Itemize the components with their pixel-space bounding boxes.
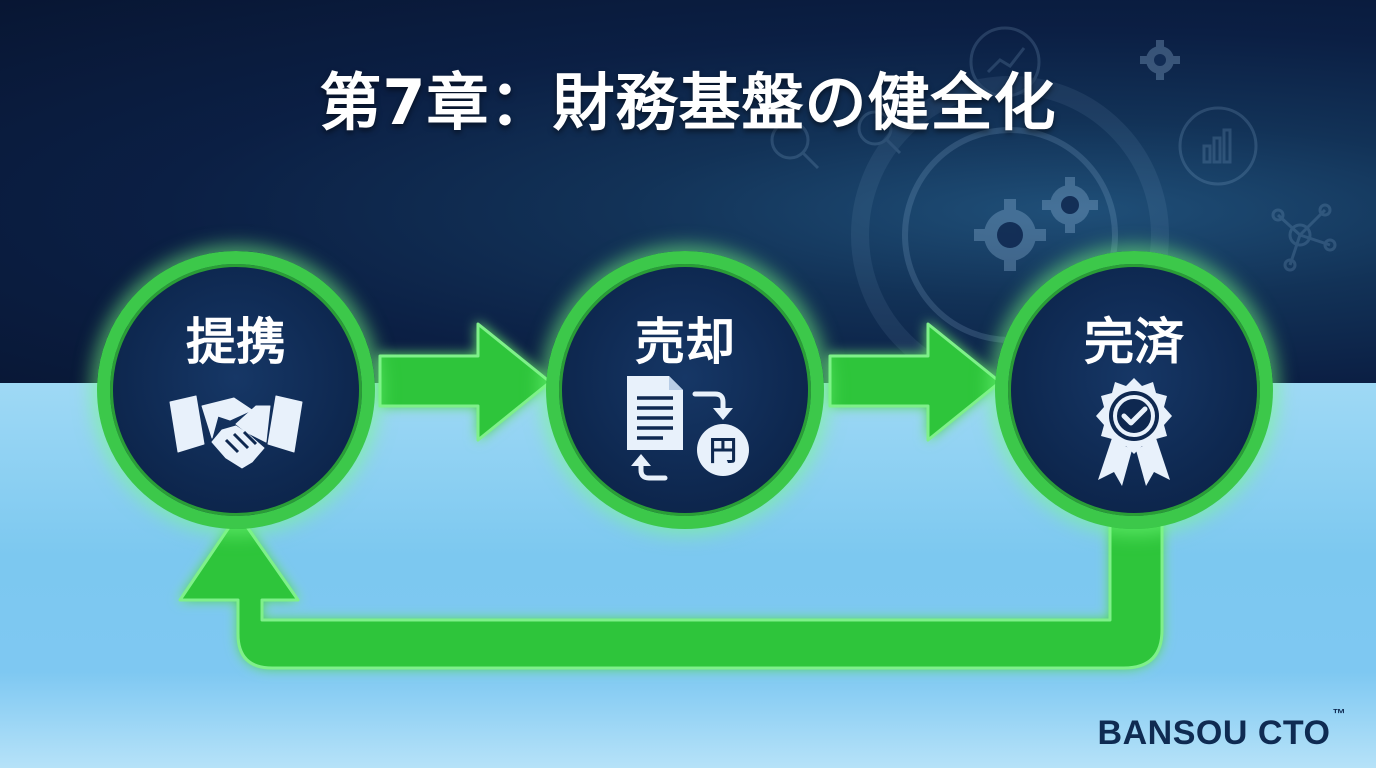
arrow-step2-to-step3 [828, 322, 1002, 442]
exchange-arrows-icon [638, 391, 726, 481]
brand-logo: BANSOU CTO™ [1097, 706, 1346, 753]
step-label: 提携 [186, 313, 286, 371]
arrow-step1-to-step2 [378, 322, 552, 442]
brand-name: BANSOU CTO [1097, 714, 1331, 752]
page-title: 第7章：財務基盤の健全化 [319, 66, 1057, 139]
document-exchange-yen-icon: 円 [627, 376, 749, 481]
network-icon [1288, 223, 1312, 247]
step-node-partnership: 提携 [97, 251, 375, 529]
step-node-repaid: 完済 [995, 251, 1273, 529]
handshake-icon [169, 395, 303, 469]
document-icon [627, 376, 683, 450]
step-label: 売却 [635, 313, 735, 371]
step-node-sale: 売却 円 [546, 251, 824, 529]
yen-coin-icon [697, 424, 749, 476]
step-label: 完済 [1084, 313, 1184, 371]
background-decoration [770, 26, 1337, 383]
arrow-return-loop [178, 512, 1164, 670]
trademark-symbol: ™ [1332, 705, 1346, 721]
chart-circle-icon [969, 26, 1041, 98]
yen-symbol: 円 [709, 434, 737, 467]
bar-chart-circle-icon [1178, 106, 1258, 186]
award-badge-check-icon [1096, 378, 1172, 486]
